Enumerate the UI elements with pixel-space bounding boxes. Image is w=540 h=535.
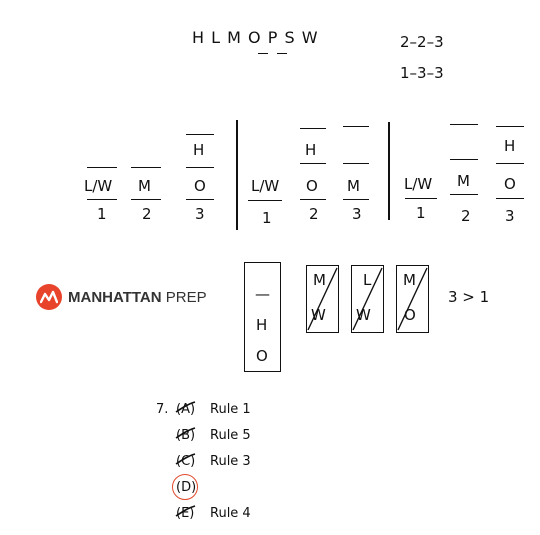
slash-box-top: M (313, 271, 326, 289)
underline-s (277, 53, 287, 54)
choice-b-note: Rule 5 (210, 428, 251, 443)
slot-index: 3 (352, 205, 362, 223)
slash-box-top: M (403, 271, 416, 289)
slot-index: 1 (416, 204, 426, 222)
pattern-a: 2–2–3 (400, 33, 444, 51)
slot-bottom: L/W (404, 175, 433, 193)
choice-c-note: Rule 3 (210, 454, 251, 469)
choice-e: (E) (176, 506, 195, 521)
slot-bottom: M (138, 177, 151, 195)
slot-bottom: O (306, 177, 318, 195)
slot-index: 1 (262, 209, 272, 227)
logo-suffix: PREP (165, 288, 207, 306)
tall-box-mid: H (256, 316, 268, 334)
slot-bottom: M (457, 172, 470, 190)
slot-index: 3 (195, 205, 205, 223)
choice-e-note: Rule 4 (210, 506, 251, 521)
slash-box-bottom: W (311, 306, 326, 324)
question-number: 7. (156, 402, 169, 417)
choice-a-note: Rule 1 (210, 402, 251, 417)
slot-index: 2 (309, 205, 319, 223)
letter-list: H L M O P S W (192, 28, 319, 47)
slot-index: 2 (142, 205, 152, 223)
divider-2 (388, 122, 390, 220)
mountain-icon (36, 284, 62, 310)
manhattan-prep-logo: MANHATTAN PREP (36, 284, 207, 310)
choice-b: (B) (176, 428, 196, 443)
tall-box (244, 262, 281, 372)
underline-p (258, 53, 268, 54)
slot-bottom: L/W (84, 177, 113, 195)
inequality: 3 > 1 (448, 288, 490, 306)
slash-box-3 (396, 265, 429, 333)
divider-1 (236, 120, 238, 230)
slot-mid: H (305, 141, 317, 159)
slot-bottom: L/W (251, 177, 280, 195)
slot-index: 3 (505, 207, 515, 225)
choice-c: (C) (176, 454, 196, 469)
slot-bottom: O (504, 175, 516, 193)
slot-index: 1 (97, 205, 107, 223)
slash-box-top: L (363, 271, 372, 289)
slash-box-2 (351, 265, 384, 333)
slash-box-bottom: O (404, 306, 416, 324)
slot-bottom: O (194, 177, 206, 195)
tall-box-top: — (255, 285, 270, 303)
tall-box-bottom: O (256, 347, 268, 365)
slot-bottom: M (347, 177, 360, 195)
choice-d: (D) (176, 480, 197, 495)
logo-brand: MANHATTAN (68, 288, 162, 306)
slash-box-bottom: W (356, 306, 371, 324)
slot-mid: H (504, 137, 516, 155)
slash-box-1 (306, 265, 339, 333)
answer-circle (172, 474, 198, 500)
slot-mid: H (193, 141, 205, 159)
choice-a: (A) (176, 402, 196, 417)
slot-index: 2 (461, 207, 471, 225)
pattern-b: 1–3–3 (400, 64, 444, 82)
